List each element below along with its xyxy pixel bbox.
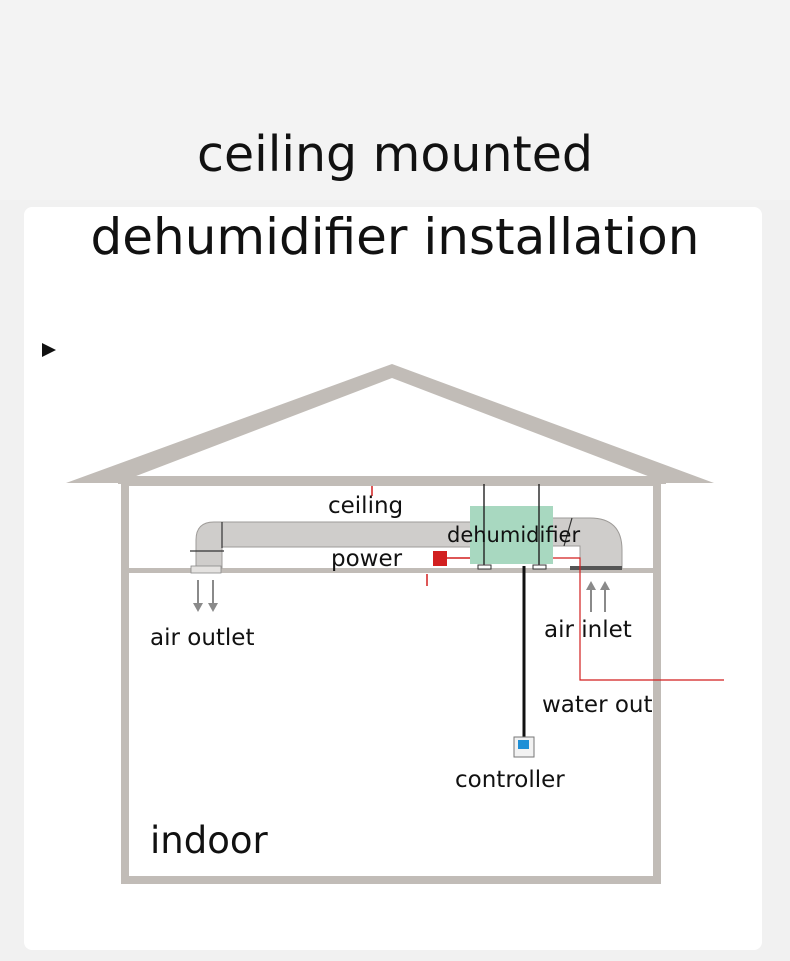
controller-screen: [518, 740, 529, 749]
roof: [66, 364, 714, 483]
title-line-2: dehumidifier installation: [90, 208, 700, 266]
label-air-outlet: air outlet: [150, 625, 254, 651]
house-wall: [121, 478, 661, 884]
label-dehumidifier: dehumidifier: [447, 523, 580, 547]
power-plug: [433, 551, 447, 566]
label-indoor: indoor: [150, 819, 268, 862]
diagram-card: [24, 207, 762, 950]
power-cable: [553, 557, 724, 681]
label-ceiling: ceiling: [328, 493, 403, 519]
air-outlet-arrows: [193, 580, 218, 612]
air-inlet-arrows: [586, 581, 610, 612]
header-band: [0, 0, 790, 200]
label-controller: controller: [455, 767, 565, 793]
label-air-inlet: air inlet: [544, 617, 632, 643]
label-power: power: [331, 546, 403, 572]
ceiling-slab: [125, 568, 657, 573]
play-icon[interactable]: [42, 343, 56, 357]
title-line-1: ceiling mounted: [197, 126, 593, 183]
label-water-out: water out: [542, 692, 653, 718]
